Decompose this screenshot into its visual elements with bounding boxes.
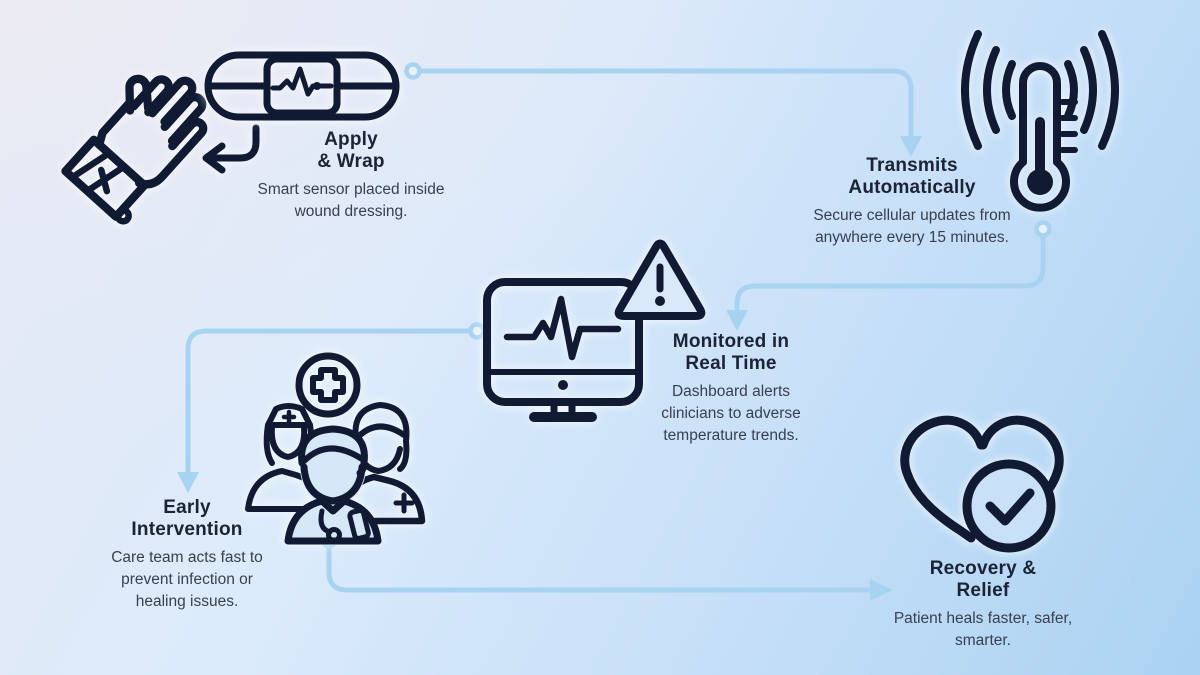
arrowhead-right-icon [870, 579, 893, 601]
sensor-capsule-icon [203, 50, 401, 122]
warning-triangle-icon [614, 239, 706, 320]
step-title: Apply& Wrap [317, 129, 385, 172]
wrapped-hand-icon [40, 46, 225, 246]
arrowhead-down-icon [900, 136, 922, 157]
arrowhead-down-icon [726, 310, 748, 331]
apply-rotate-arrow-icon [194, 124, 266, 184]
connector-node [1034, 220, 1052, 238]
care-team-icon [238, 345, 433, 545]
connector-2 [726, 220, 1052, 331]
step-description: Dashboard alerts clinicians to adverse t… [661, 383, 801, 444]
step-description: Care team acts fast to prevent infection… [111, 549, 263, 610]
connector-node [404, 62, 422, 80]
connector-1 [404, 62, 922, 157]
doctor-figure [284, 425, 382, 545]
arrowhead-down-icon [177, 472, 199, 493]
step-title: Recovery &Relief [929, 558, 1037, 601]
step-recovery-relief: Recovery &Relief Patient heals faster, s… [891, 558, 1075, 652]
checkmark-circle-icon [962, 459, 1056, 553]
medical-cross-icon [295, 352, 361, 418]
connector-3 [177, 322, 486, 493]
step-description: Secure cellular updates from anywhere ev… [813, 207, 1011, 246]
monitor-alert-icon [462, 225, 717, 430]
heart-check-icon [895, 411, 1070, 559]
step-description: Smart sensor placed inside wound dressin… [257, 181, 445, 220]
thermometer-signal-icon [948, 20, 1133, 225]
step-apply-wrap: Apply& Wrap Smart sensor placed inside w… [256, 129, 446, 223]
step-description: Patient heals faster, safer, smarter. [893, 610, 1073, 649]
